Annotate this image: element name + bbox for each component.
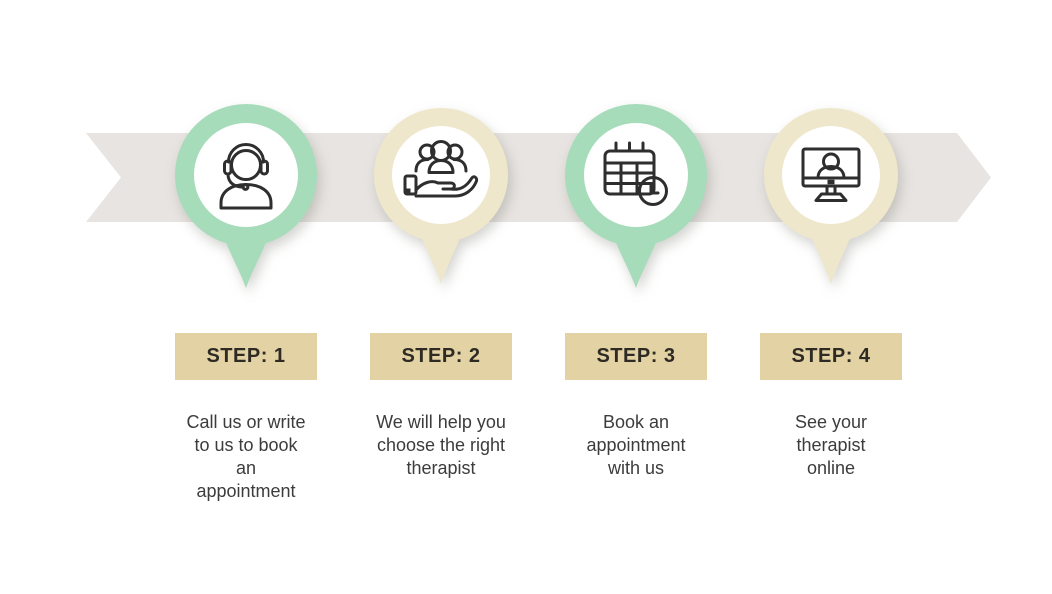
step-2-marker: [374, 108, 508, 284]
step-1-label-box: STEP: 1: [175, 333, 317, 380]
people-in-hand-icon: [403, 140, 479, 198]
step-3-description: Book an appointment with us: [586, 412, 686, 478]
step-4-marker: [764, 108, 898, 284]
pin-inner-circle: [392, 126, 490, 224]
step-3-marker: [565, 104, 707, 288]
step-1-marker: [175, 104, 317, 288]
step-3-label-box: STEP: 3: [565, 333, 707, 380]
monitor-person-icon: [801, 147, 861, 202]
step-1-label: STEP: 1: [206, 345, 286, 367]
step-2-description: We will help you choose the right therap…: [376, 412, 506, 478]
step-4-description: See your therapist online: [794, 412, 868, 478]
step-2-label-box: STEP: 2: [370, 333, 512, 380]
step-1-description: Call us or write to us to book an appoin…: [186, 412, 306, 501]
pin-inner-circle: [782, 126, 880, 224]
calendar-clock-icon: [603, 141, 668, 206]
step-4-label: STEP: 4: [791, 345, 871, 367]
step-4-label-box: STEP: 4: [760, 333, 902, 380]
step-2-label: STEP: 2: [401, 345, 481, 367]
support-agent-headset-icon: [219, 143, 273, 210]
step-3-label: STEP: 3: [596, 345, 676, 367]
pin-inner-circle: [194, 123, 298, 227]
